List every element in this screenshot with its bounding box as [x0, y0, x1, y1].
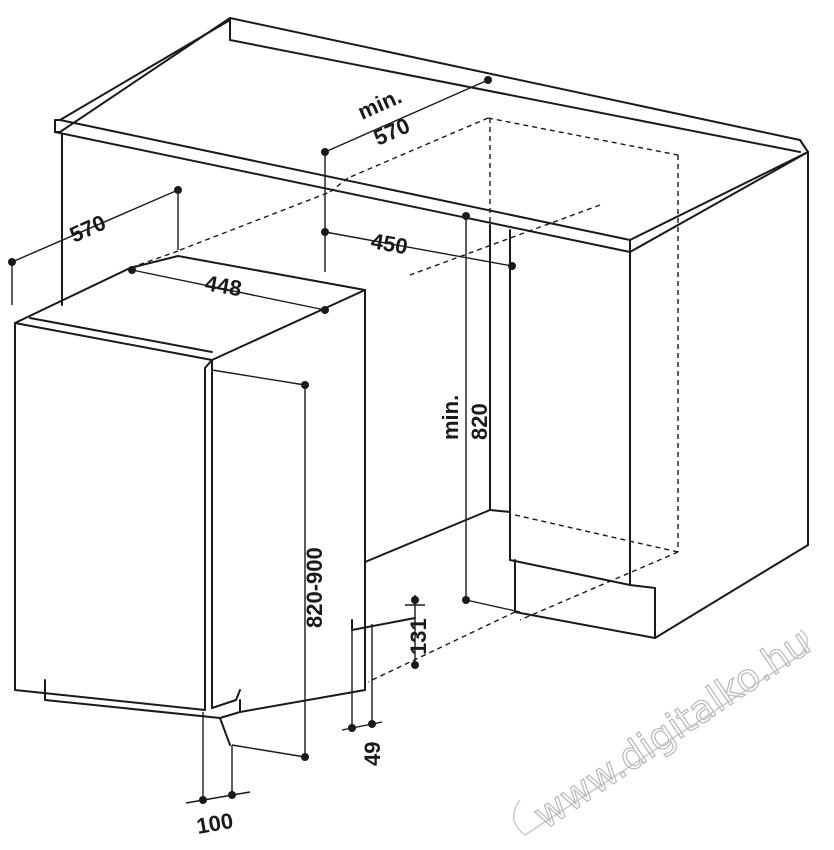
dim-niche-depth: [321, 76, 492, 272]
dim-plinth-height: [405, 595, 425, 669]
base-cabinet: [61, 133, 809, 639]
label-appliance-height: 820-900: [302, 547, 327, 628]
dim-plinth-setback: [341, 624, 383, 732]
worktop: [54, 17, 809, 253]
dim-door-setback: [185, 712, 251, 804]
watermark: www.digitalko.hu: [512, 620, 819, 838]
dishwasher: [14, 255, 366, 746]
dim-niche-height: [462, 212, 521, 613]
dim-appliance-depth: [8, 186, 182, 305]
dim-appliance-height: [211, 369, 309, 761]
label-niche-width: 450: [369, 228, 410, 259]
niche-outline: [129, 117, 679, 683]
label-door-setback: 100: [195, 808, 236, 839]
dim-appliance-width: [128, 266, 329, 314]
label-niche-height-min-value: 820: [467, 403, 492, 440]
dim-niche-width: [321, 228, 516, 270]
watermark-text: www.digitalko.hu: [525, 620, 818, 837]
label-plinth-setback: 49: [360, 742, 385, 766]
label-niche-height-min-prefix: min.: [438, 395, 463, 440]
label-appliance-width: 448: [203, 270, 244, 301]
label-plinth-height: 131: [406, 618, 431, 655]
label-appliance-depth: 570: [66, 210, 110, 248]
